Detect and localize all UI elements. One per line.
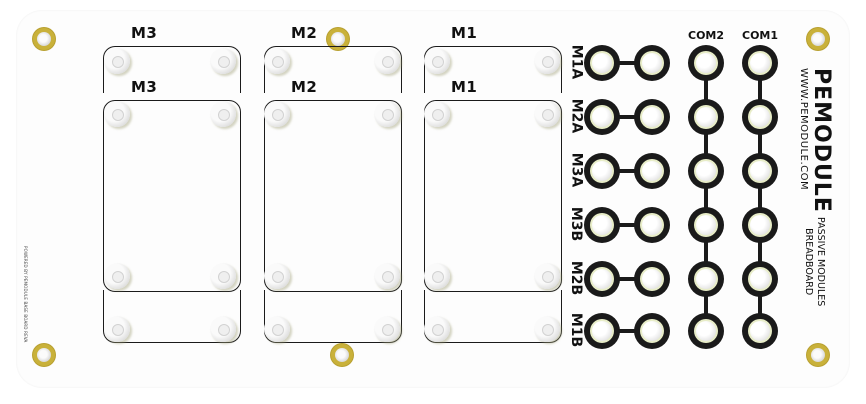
trace-m3a xyxy=(614,169,642,173)
fine-print: POWERED BY PEMODULE BASE BOARD REVA xyxy=(23,246,28,343)
board-subtitle: PASSIVE MODULES BREADBOARD xyxy=(802,217,826,306)
com2-jack[interactable] xyxy=(691,48,721,78)
banana-jack[interactable] xyxy=(637,48,667,78)
screw-terminal[interactable] xyxy=(424,316,450,342)
com2-jack[interactable] xyxy=(691,316,721,346)
banana-jack[interactable] xyxy=(637,156,667,186)
module-top-label: M1 xyxy=(451,24,478,42)
module-outline-bottom xyxy=(103,290,241,343)
com2-bus xyxy=(704,63,708,333)
screw-terminal[interactable] xyxy=(210,263,236,289)
banana-jack[interactable] xyxy=(587,48,617,78)
screw-terminal[interactable] xyxy=(374,316,400,342)
screw-terminal[interactable] xyxy=(534,48,560,74)
screw-terminal[interactable] xyxy=(104,48,130,74)
com2-jack[interactable] xyxy=(691,264,721,294)
module-outline-main xyxy=(103,100,241,292)
row-label-m3b: M3B xyxy=(568,206,585,242)
trace-m2a xyxy=(614,115,642,119)
screw-terminal[interactable] xyxy=(210,48,236,74)
screw-terminal[interactable] xyxy=(424,101,450,127)
screw-terminal[interactable] xyxy=(104,316,130,342)
mounting-hole-top-right xyxy=(807,28,829,50)
mounting-hole-bottom-left xyxy=(33,344,55,366)
screw-terminal[interactable] xyxy=(264,316,290,342)
module-top-label: M3 xyxy=(131,24,158,42)
subtitle-line-2: BREADBOARD xyxy=(803,228,814,296)
com1-jack[interactable] xyxy=(745,48,775,78)
banana-jack[interactable] xyxy=(637,316,667,346)
com1-jack[interactable] xyxy=(745,210,775,240)
brand-url: WWW.PEMODULE.COM xyxy=(798,68,809,191)
module-outline-bottom xyxy=(264,290,402,343)
banana-jack[interactable] xyxy=(637,102,667,132)
row-label-m3a: M3A xyxy=(568,152,585,188)
screw-terminal[interactable] xyxy=(534,101,560,127)
com2-label: COM2 xyxy=(688,29,725,42)
module-inner-label: M2 xyxy=(291,78,318,96)
screw-terminal[interactable] xyxy=(264,263,290,289)
module-outline-top xyxy=(424,46,562,93)
row-label-m1a: M1A xyxy=(568,44,585,80)
com1-bus xyxy=(758,63,762,333)
com1-jack[interactable] xyxy=(745,264,775,294)
mounting-hole-top-center xyxy=(327,28,349,50)
module-top-label: M2 xyxy=(291,24,318,42)
module-outline-main xyxy=(424,100,562,292)
screw-terminal[interactable] xyxy=(424,48,450,74)
module-outline-main xyxy=(264,100,402,292)
screw-terminal[interactable] xyxy=(104,101,130,127)
module-outline-top xyxy=(264,46,402,93)
com1-label: COM1 xyxy=(742,29,779,42)
mounting-hole-bottom-right xyxy=(807,344,829,366)
banana-jack[interactable] xyxy=(587,264,617,294)
module-outline-bottom xyxy=(424,290,562,343)
banana-jack[interactable] xyxy=(587,102,617,132)
com2-jack[interactable] xyxy=(691,102,721,132)
screw-terminal[interactable] xyxy=(534,263,560,289)
banana-jack[interactable] xyxy=(587,210,617,240)
row-label-m2b: M2B xyxy=(568,260,585,296)
screw-terminal[interactable] xyxy=(424,263,450,289)
row-label-m1b: M1B xyxy=(568,312,585,348)
row-label-m2a: M2A xyxy=(568,98,585,134)
mounting-hole-top-left xyxy=(33,28,55,50)
banana-jack[interactable] xyxy=(637,210,667,240)
banana-jack[interactable] xyxy=(587,316,617,346)
screw-terminal[interactable] xyxy=(264,101,290,127)
module-inner-label: M1 xyxy=(451,78,478,96)
com2-jack[interactable] xyxy=(691,156,721,186)
module-outline-top xyxy=(103,46,241,93)
trace-m3b xyxy=(614,223,642,227)
screw-terminal[interactable] xyxy=(264,48,290,74)
screw-terminal[interactable] xyxy=(534,316,560,342)
banana-jack[interactable] xyxy=(587,156,617,186)
brand-logo: PEMODULE xyxy=(809,68,834,213)
mounting-hole-bottom-center xyxy=(331,344,353,366)
screw-terminal[interactable] xyxy=(374,263,400,289)
module-inner-label: M3 xyxy=(131,78,158,96)
trace-m1b xyxy=(614,329,642,333)
subtitle-line-1: PASSIVE MODULES xyxy=(815,217,826,307)
com2-jack[interactable] xyxy=(691,210,721,240)
com1-jack[interactable] xyxy=(745,316,775,346)
screw-terminal[interactable] xyxy=(104,263,130,289)
screw-terminal[interactable] xyxy=(210,101,236,127)
com1-jack[interactable] xyxy=(745,156,775,186)
screw-terminal[interactable] xyxy=(374,101,400,127)
brand-block: PEMODULE WWW.PEMODULE.COM xyxy=(798,68,834,213)
screw-terminal[interactable] xyxy=(210,316,236,342)
screw-terminal[interactable] xyxy=(374,48,400,74)
com1-jack[interactable] xyxy=(745,102,775,132)
trace-m2b xyxy=(614,277,642,281)
trace-m1a xyxy=(614,61,642,65)
banana-jack[interactable] xyxy=(637,264,667,294)
